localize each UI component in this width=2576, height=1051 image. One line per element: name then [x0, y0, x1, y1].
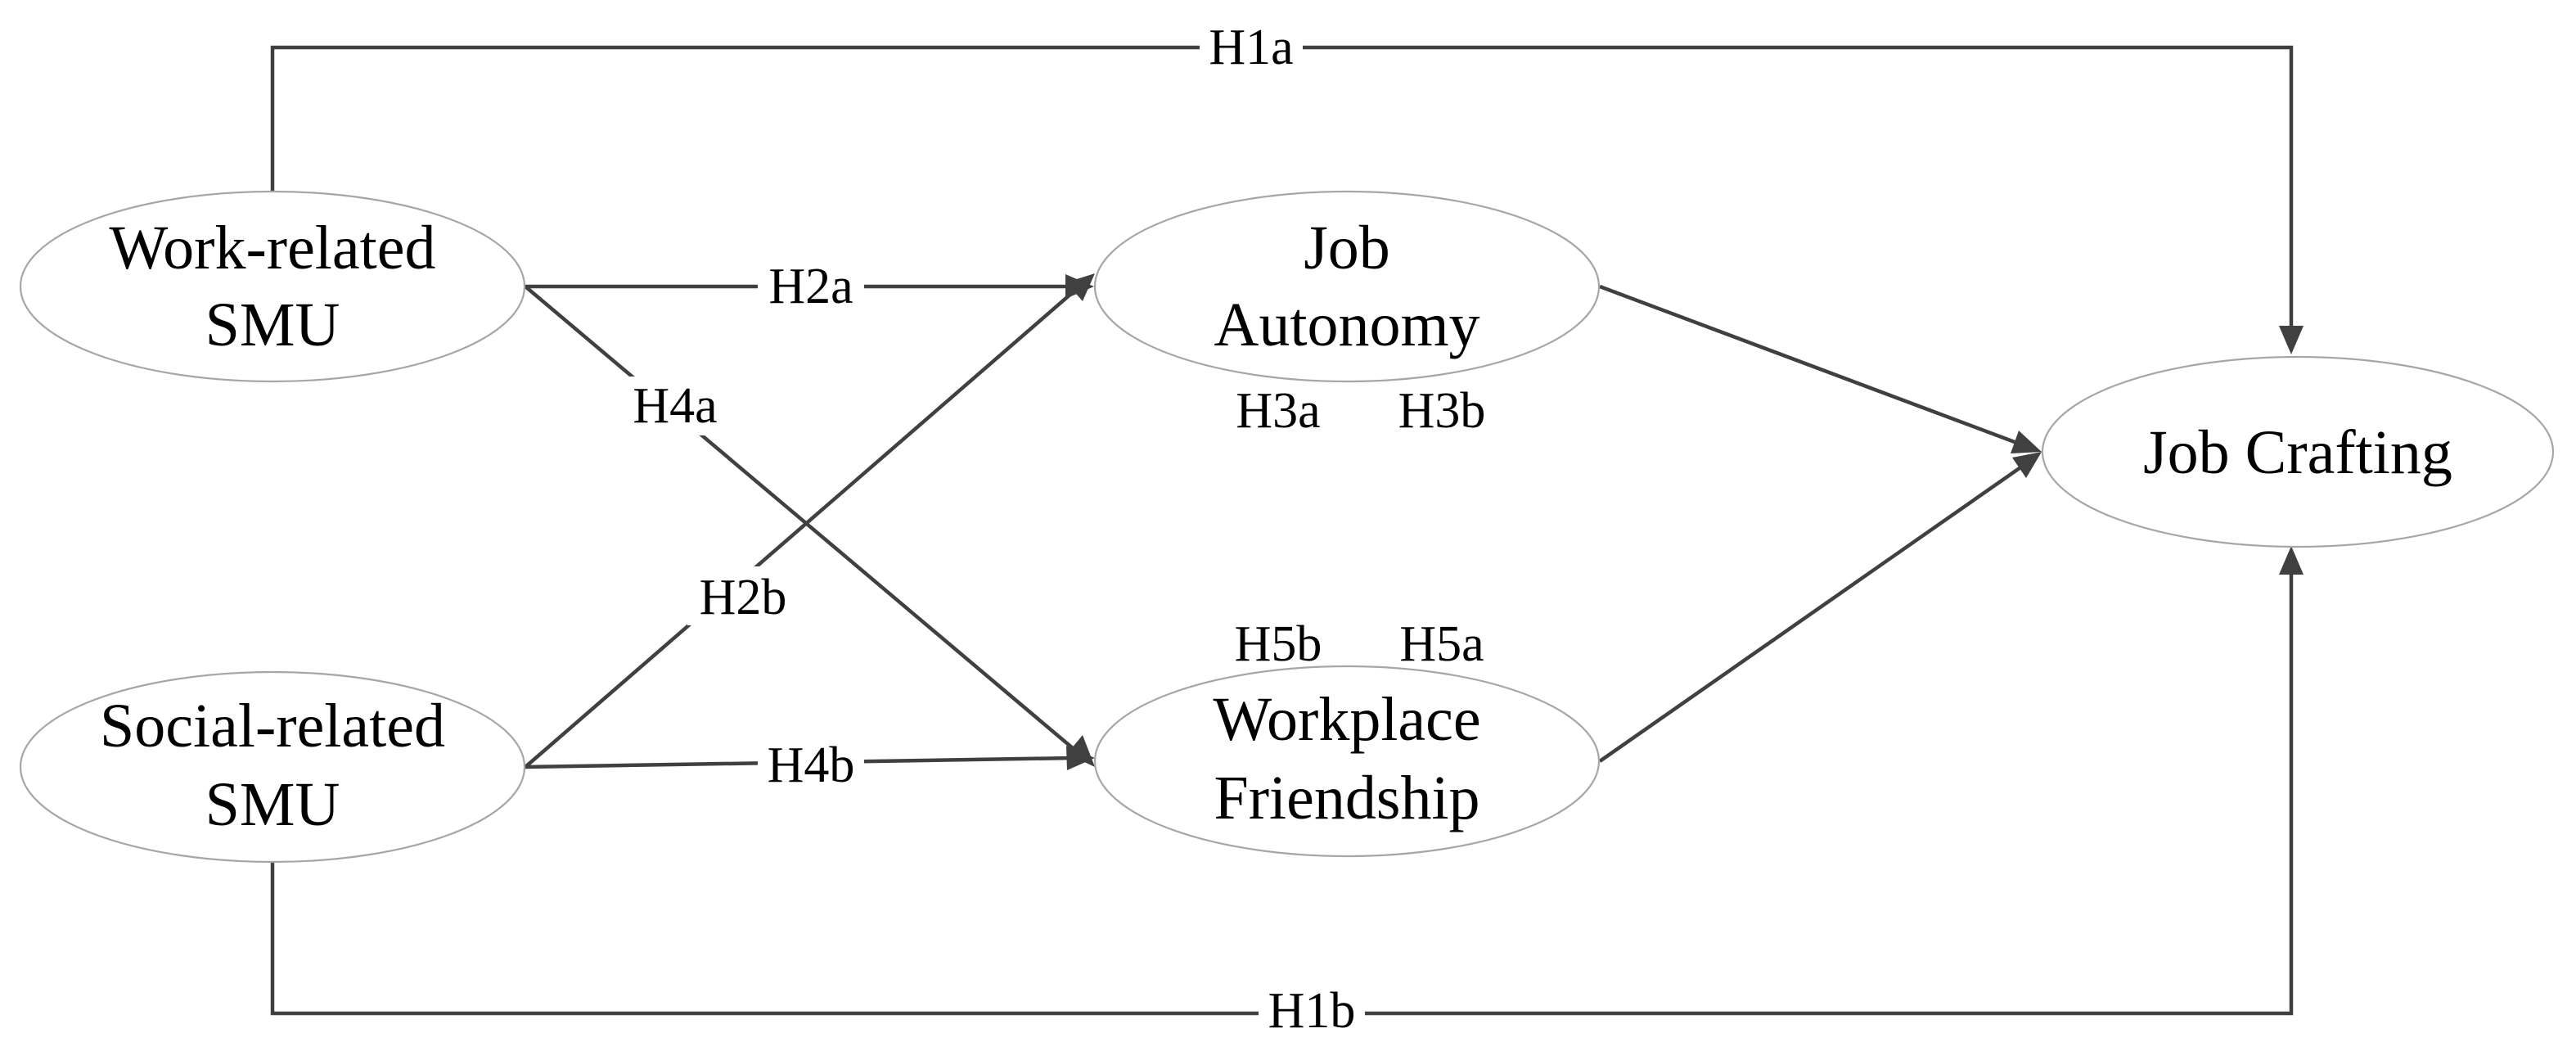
- hypothesis-label-h2a: H2a: [768, 259, 853, 314]
- social-smu-label-line2: SMU: [205, 770, 340, 839]
- edge-h4a: [524, 285, 1080, 755]
- arrowhead-h4b: [1066, 746, 1095, 770]
- node-workplace-friendship: Workplace Friendship: [1093, 665, 1601, 858]
- h1a-label-bg: [1200, 18, 1303, 72]
- node-job-autonomy: Job Autonomy: [1093, 190, 1601, 383]
- hypothesis-label-h3a: H3a: [1236, 383, 1320, 439]
- hypothesis-label-h4b: H4b: [768, 738, 855, 793]
- hypothesis-label-h4a: H4a: [633, 378, 717, 434]
- social-smu-label-line1: Social-related: [100, 692, 445, 760]
- work-smu-label-line1: Work-related: [110, 214, 436, 282]
- hypothesis-label-h2b: H2b: [700, 570, 787, 625]
- h2b-label-bg: [687, 566, 799, 625]
- node-social-related-smu: Social-related SMU: [19, 670, 526, 864]
- hypothesis-label-h1b: H1b: [1268, 983, 1356, 1039]
- node-work-related-smu: Work-related SMU: [19, 190, 526, 383]
- hypothesis-label-h5b: H5b: [1235, 616, 1322, 672]
- job-crafting-label: Job Crafting: [2143, 418, 2452, 487]
- edge-autonomy-crafting: [1599, 284, 2022, 447]
- h4a-label-bg: [620, 377, 730, 435]
- arrowhead-autonomy-crafting: [2011, 431, 2042, 453]
- arrowhead-h2b: [1066, 273, 1095, 301]
- edge-friendship-crafting: [1598, 462, 2027, 763]
- hypothesis-label-h1a: H1a: [1209, 20, 1293, 75]
- arrowhead-h1b: [2279, 546, 2304, 575]
- workplace-friendship-label-line2: Friendship: [1214, 764, 1479, 832]
- work-smu-label-line2: SMU: [205, 291, 340, 359]
- hypothesis-label-h5a: H5a: [1399, 616, 1484, 672]
- arrowhead-h1a: [2279, 326, 2304, 354]
- hypothesis-label-h3b: H3b: [1398, 383, 1486, 439]
- edge-h2b: [524, 286, 1080, 769]
- node-job-crafting: Job Crafting: [2041, 355, 2555, 548]
- h4b-label-bg: [758, 737, 864, 791]
- arrowhead-friendship-crafting: [2012, 452, 2042, 478]
- job-autonomy-label-line2: Autonomy: [1214, 291, 1479, 359]
- workplace-friendship-label-line1: Workplace: [1213, 685, 1480, 754]
- job-autonomy-label-line1: Job: [1304, 214, 1390, 282]
- h2a-label-bg: [758, 260, 864, 314]
- h1b-label-bg: [1259, 982, 1365, 1040]
